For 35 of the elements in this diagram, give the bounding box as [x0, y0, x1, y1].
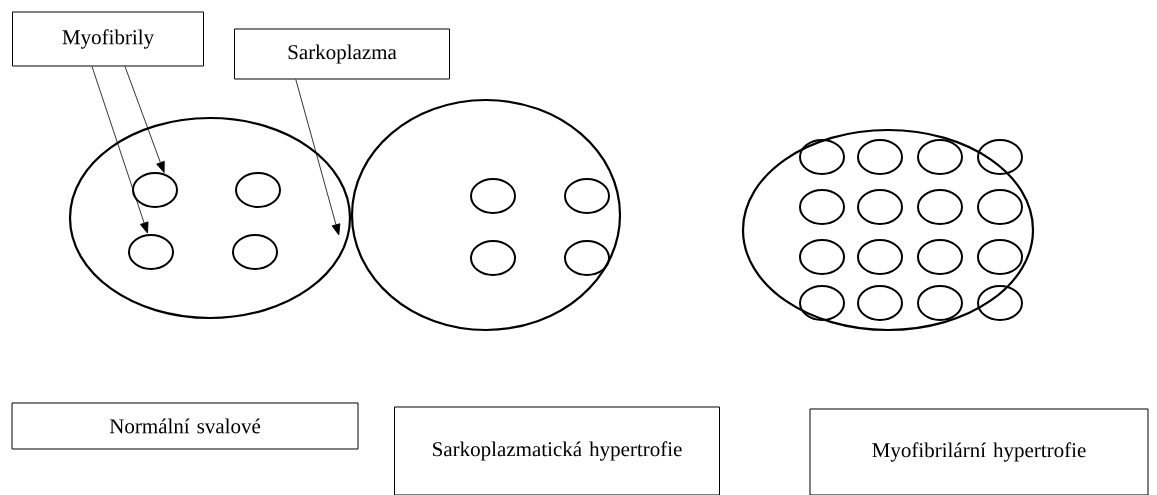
myofibril-circle — [799, 285, 845, 321]
myofibril-circle — [470, 240, 516, 276]
leader-arrow — [91, 66, 149, 234]
myofibril-circle — [857, 239, 903, 275]
myofibril-circle — [917, 189, 963, 225]
myofibril-circle — [917, 139, 963, 175]
myofibril-circle — [232, 234, 278, 270]
leader-arrow — [295, 79, 341, 236]
myofibril-circle — [235, 172, 281, 208]
muscle-fiber-circle — [741, 128, 1035, 332]
label-box: Sarkoplazma — [234, 28, 450, 80]
myofibril-circle — [917, 285, 963, 321]
leader-arrow — [124, 66, 165, 173]
muscle-fiber-circle — [68, 116, 352, 320]
myofibril-circle — [799, 189, 845, 225]
myofibril-circle — [857, 139, 903, 175]
myofibril-circle — [128, 234, 174, 270]
muscle-fiber-circle — [350, 98, 622, 332]
myofibril-circle — [977, 239, 1023, 275]
myofibril-circle — [564, 178, 610, 214]
myofibril-circle — [977, 285, 1023, 321]
myofibril-circle — [917, 239, 963, 275]
myofibril-circle — [470, 178, 516, 214]
myofibril-circle — [799, 239, 845, 275]
label-box: Myofibrily — [12, 11, 204, 67]
label-box: Sarkoplazmatická hypertrofie — [394, 406, 720, 495]
myofibril-circle — [977, 189, 1023, 225]
label-box: Normální svalové — [11, 402, 359, 450]
myofibril-circle — [857, 189, 903, 225]
myofibril-circle — [799, 139, 845, 175]
myofibril-circle — [564, 240, 610, 276]
myofibril-circle — [977, 139, 1023, 175]
myofibril-circle — [132, 172, 178, 208]
label-box: Myofibrilární hypertrofie — [809, 408, 1149, 495]
myofibril-circle — [857, 285, 903, 321]
